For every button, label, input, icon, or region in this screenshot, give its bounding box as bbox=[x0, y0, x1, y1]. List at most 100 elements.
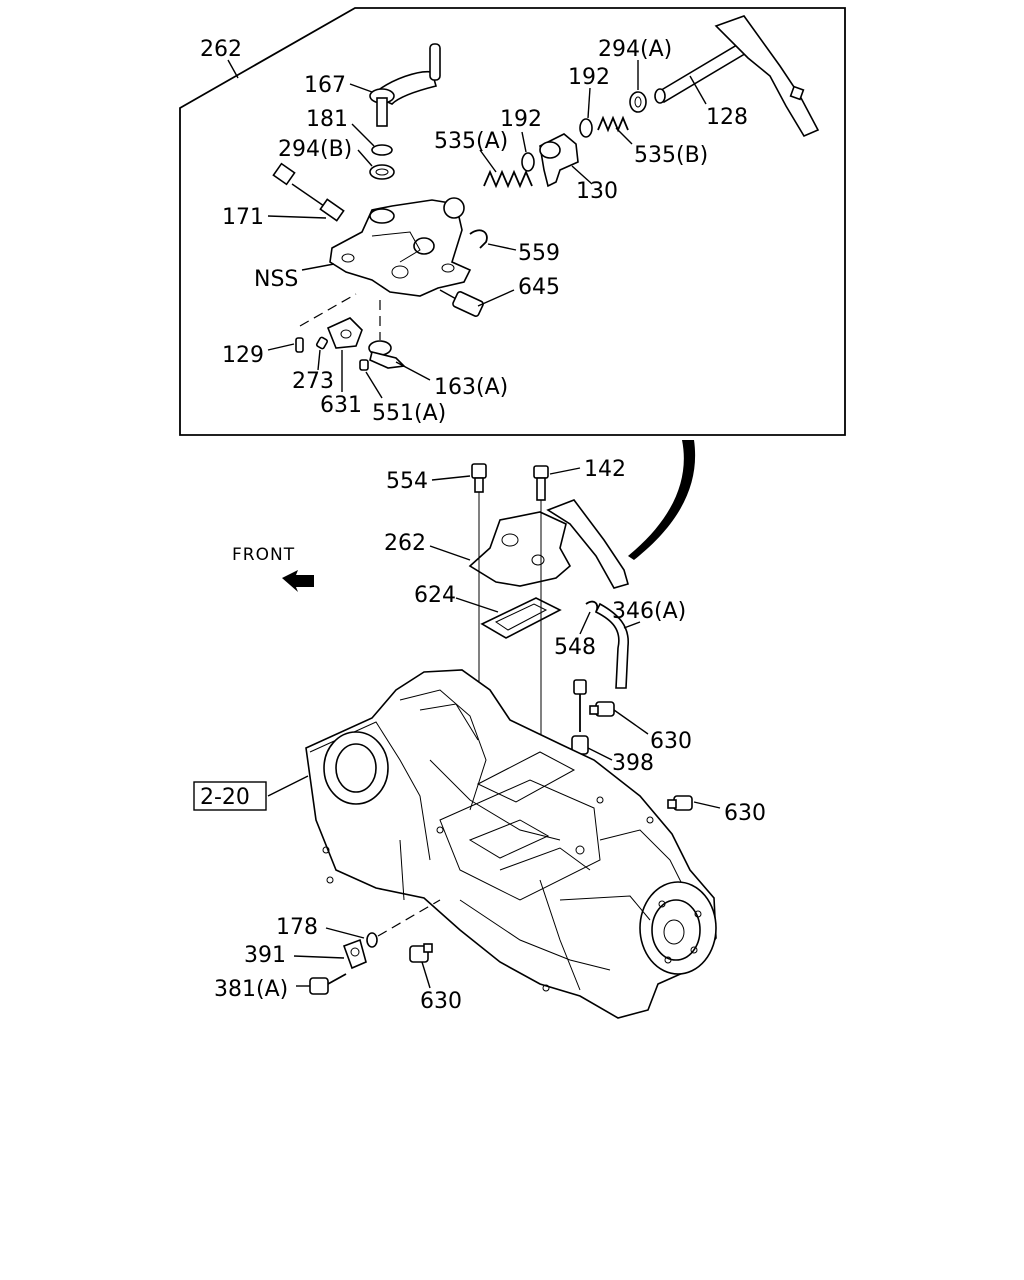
part-192-washer-b bbox=[579, 118, 593, 138]
leader-130 bbox=[571, 165, 593, 185]
assembly-line-129 bbox=[299, 293, 357, 327]
label-262-top: 262 bbox=[200, 37, 242, 62]
label-192a: 192 bbox=[500, 107, 542, 132]
part-548-clip bbox=[585, 600, 599, 613]
label-181: 181 bbox=[306, 107, 348, 132]
leader-192b bbox=[587, 87, 591, 119]
leader-262-top bbox=[227, 59, 239, 79]
label-163a: 163(A) bbox=[434, 375, 508, 400]
leader-142 bbox=[549, 467, 581, 475]
label-129: 129 bbox=[222, 343, 264, 368]
assembly-line-178 bbox=[377, 899, 441, 937]
label-548: 548 bbox=[554, 635, 596, 660]
part-192-washer-a bbox=[521, 152, 535, 172]
label-535a: 535(A) bbox=[434, 129, 508, 154]
leader-391 bbox=[293, 955, 345, 959]
leader-559 bbox=[487, 243, 517, 251]
label-130: 130 bbox=[576, 179, 618, 204]
part-nss-shift-housing bbox=[329, 197, 472, 297]
leader-548 bbox=[579, 611, 591, 635]
leader-630c bbox=[421, 961, 431, 989]
leader-554 bbox=[431, 475, 471, 481]
part-128-shift-shaft bbox=[654, 15, 820, 138]
label-559: 559 bbox=[518, 241, 560, 266]
label-2-20: 2-20 bbox=[200, 785, 250, 810]
leader-645 bbox=[477, 289, 515, 307]
label-167: 167 bbox=[304, 73, 346, 98]
part-167-shift-lever bbox=[369, 43, 441, 127]
label-171: 171 bbox=[222, 205, 264, 230]
label-346a: 346(A) bbox=[612, 599, 686, 624]
leader-273 bbox=[317, 349, 321, 371]
part-142-bolt bbox=[533, 465, 549, 501]
part-294b-oil-seal bbox=[369, 164, 395, 180]
label-front: FRONT bbox=[232, 545, 295, 565]
leader-171 bbox=[267, 215, 327, 219]
leader-262-mid bbox=[429, 545, 471, 561]
leader-128 bbox=[689, 75, 707, 105]
leader-167 bbox=[349, 83, 373, 93]
front-direction-arrow bbox=[282, 570, 314, 592]
leader-346a bbox=[623, 621, 641, 629]
part-163a-arm bbox=[368, 340, 406, 369]
part-273-bolt bbox=[315, 336, 329, 350]
part-129-pin bbox=[295, 337, 304, 353]
part-624-gasket bbox=[480, 597, 562, 639]
label-398: 398 bbox=[612, 751, 654, 776]
label-128: 128 bbox=[706, 105, 748, 130]
label-645: 645 bbox=[518, 275, 560, 300]
leader-535a bbox=[479, 149, 497, 173]
leader-624 bbox=[455, 597, 499, 613]
label-142: 142 bbox=[584, 457, 626, 482]
part-398-sensor bbox=[571, 679, 589, 755]
leader-163a bbox=[395, 361, 431, 381]
label-630c: 630 bbox=[420, 989, 462, 1014]
label-631: 631 bbox=[320, 393, 362, 418]
part-130-shift-block bbox=[539, 133, 579, 188]
part-381a-bolt bbox=[309, 973, 347, 995]
label-391: 391 bbox=[244, 943, 286, 968]
label-630b: 630 bbox=[724, 801, 766, 826]
part-181-o-ring bbox=[371, 144, 393, 156]
part-294a-oil-seal bbox=[629, 91, 647, 113]
leader-398 bbox=[587, 747, 613, 761]
label-381a: 381(A) bbox=[214, 977, 288, 1002]
leader-535b bbox=[615, 127, 633, 145]
label-535b: 535(B) bbox=[634, 143, 708, 168]
part-346a-hose bbox=[594, 602, 629, 689]
part-535a-spring bbox=[483, 169, 533, 189]
part-391-sensor bbox=[342, 938, 367, 970]
label-630a: 630 bbox=[650, 729, 692, 754]
part-178-o-ring bbox=[366, 932, 378, 948]
inset-panel-frame bbox=[179, 7, 846, 436]
leader-294b bbox=[357, 149, 373, 167]
leader-181 bbox=[351, 123, 375, 147]
leader-178 bbox=[325, 927, 365, 939]
leader-nss bbox=[301, 263, 335, 271]
leader-129 bbox=[267, 343, 295, 351]
part-554-stud-bolt bbox=[471, 463, 487, 493]
label-262-mid: 262 bbox=[384, 531, 426, 556]
leader-192a bbox=[521, 131, 527, 153]
label-294b: 294(B) bbox=[278, 137, 352, 162]
part-630-plug-c bbox=[409, 943, 433, 963]
leader-2-20 bbox=[267, 775, 309, 797]
label-178: 178 bbox=[276, 915, 318, 940]
label-551a: 551(A) bbox=[372, 401, 446, 426]
label-nss: NSS bbox=[254, 267, 298, 292]
label-192b: 192 bbox=[568, 65, 610, 90]
part-631-detent-plate bbox=[326, 317, 363, 349]
reference-box-2-20 bbox=[193, 781, 267, 811]
transmission-case bbox=[305, 669, 717, 1019]
part-535b-spring bbox=[597, 115, 629, 133]
label-624: 624 bbox=[414, 583, 456, 608]
inset-pointer-arrow bbox=[628, 440, 696, 560]
part-171-switch bbox=[272, 162, 345, 222]
part-551a-pin bbox=[359, 359, 369, 371]
label-294a: 294(A) bbox=[598, 37, 672, 62]
label-554: 554 bbox=[386, 469, 428, 494]
part-630-plug-b bbox=[667, 795, 693, 811]
part-630-plug-a bbox=[589, 701, 615, 717]
